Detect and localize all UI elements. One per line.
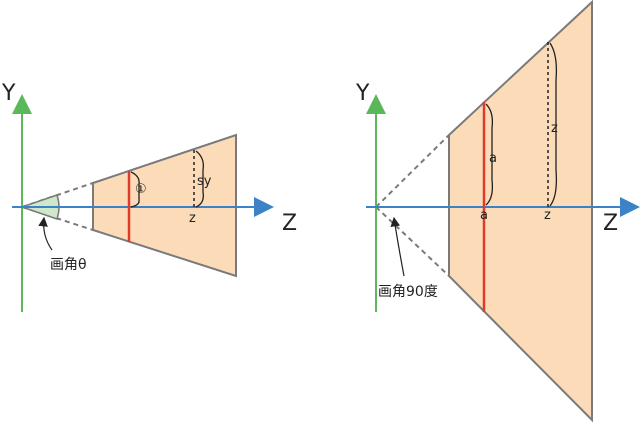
left-caption-arrow xyxy=(38,216,53,251)
right-caption: 画角90度 xyxy=(378,284,438,300)
right-view-line-top xyxy=(375,134,450,208)
right-z-tick-label: z xyxy=(544,208,551,223)
left-brace-1 xyxy=(130,171,140,208)
left-sy-label: sy xyxy=(197,174,212,189)
right-a-tick-label: a xyxy=(480,208,488,223)
right-frustum xyxy=(448,0,593,422)
left-z-tick-label: z xyxy=(189,211,196,226)
right-brace-z xyxy=(549,42,558,207)
left-caption: 画角θ xyxy=(50,257,87,273)
left-circled-label: ① xyxy=(135,182,147,197)
left-brace-sy xyxy=(195,150,204,208)
right-diagram: Y Z a a z z 画角90度 xyxy=(355,0,640,422)
right-view-line-bottom xyxy=(375,206,450,277)
left-y-label: Y xyxy=(1,81,16,106)
right-caption-arrow xyxy=(390,216,405,277)
right-z-dim-label: z xyxy=(551,121,558,136)
left-diagram: Y Z ① sy z 画角θ xyxy=(1,81,297,312)
left-z-label: Z xyxy=(282,211,297,236)
left-frustum xyxy=(92,133,237,278)
right-a-label: a xyxy=(489,151,497,166)
right-y-label: Y xyxy=(355,81,370,106)
right-brace-a xyxy=(485,103,494,206)
right-z-label: Z xyxy=(603,211,618,236)
